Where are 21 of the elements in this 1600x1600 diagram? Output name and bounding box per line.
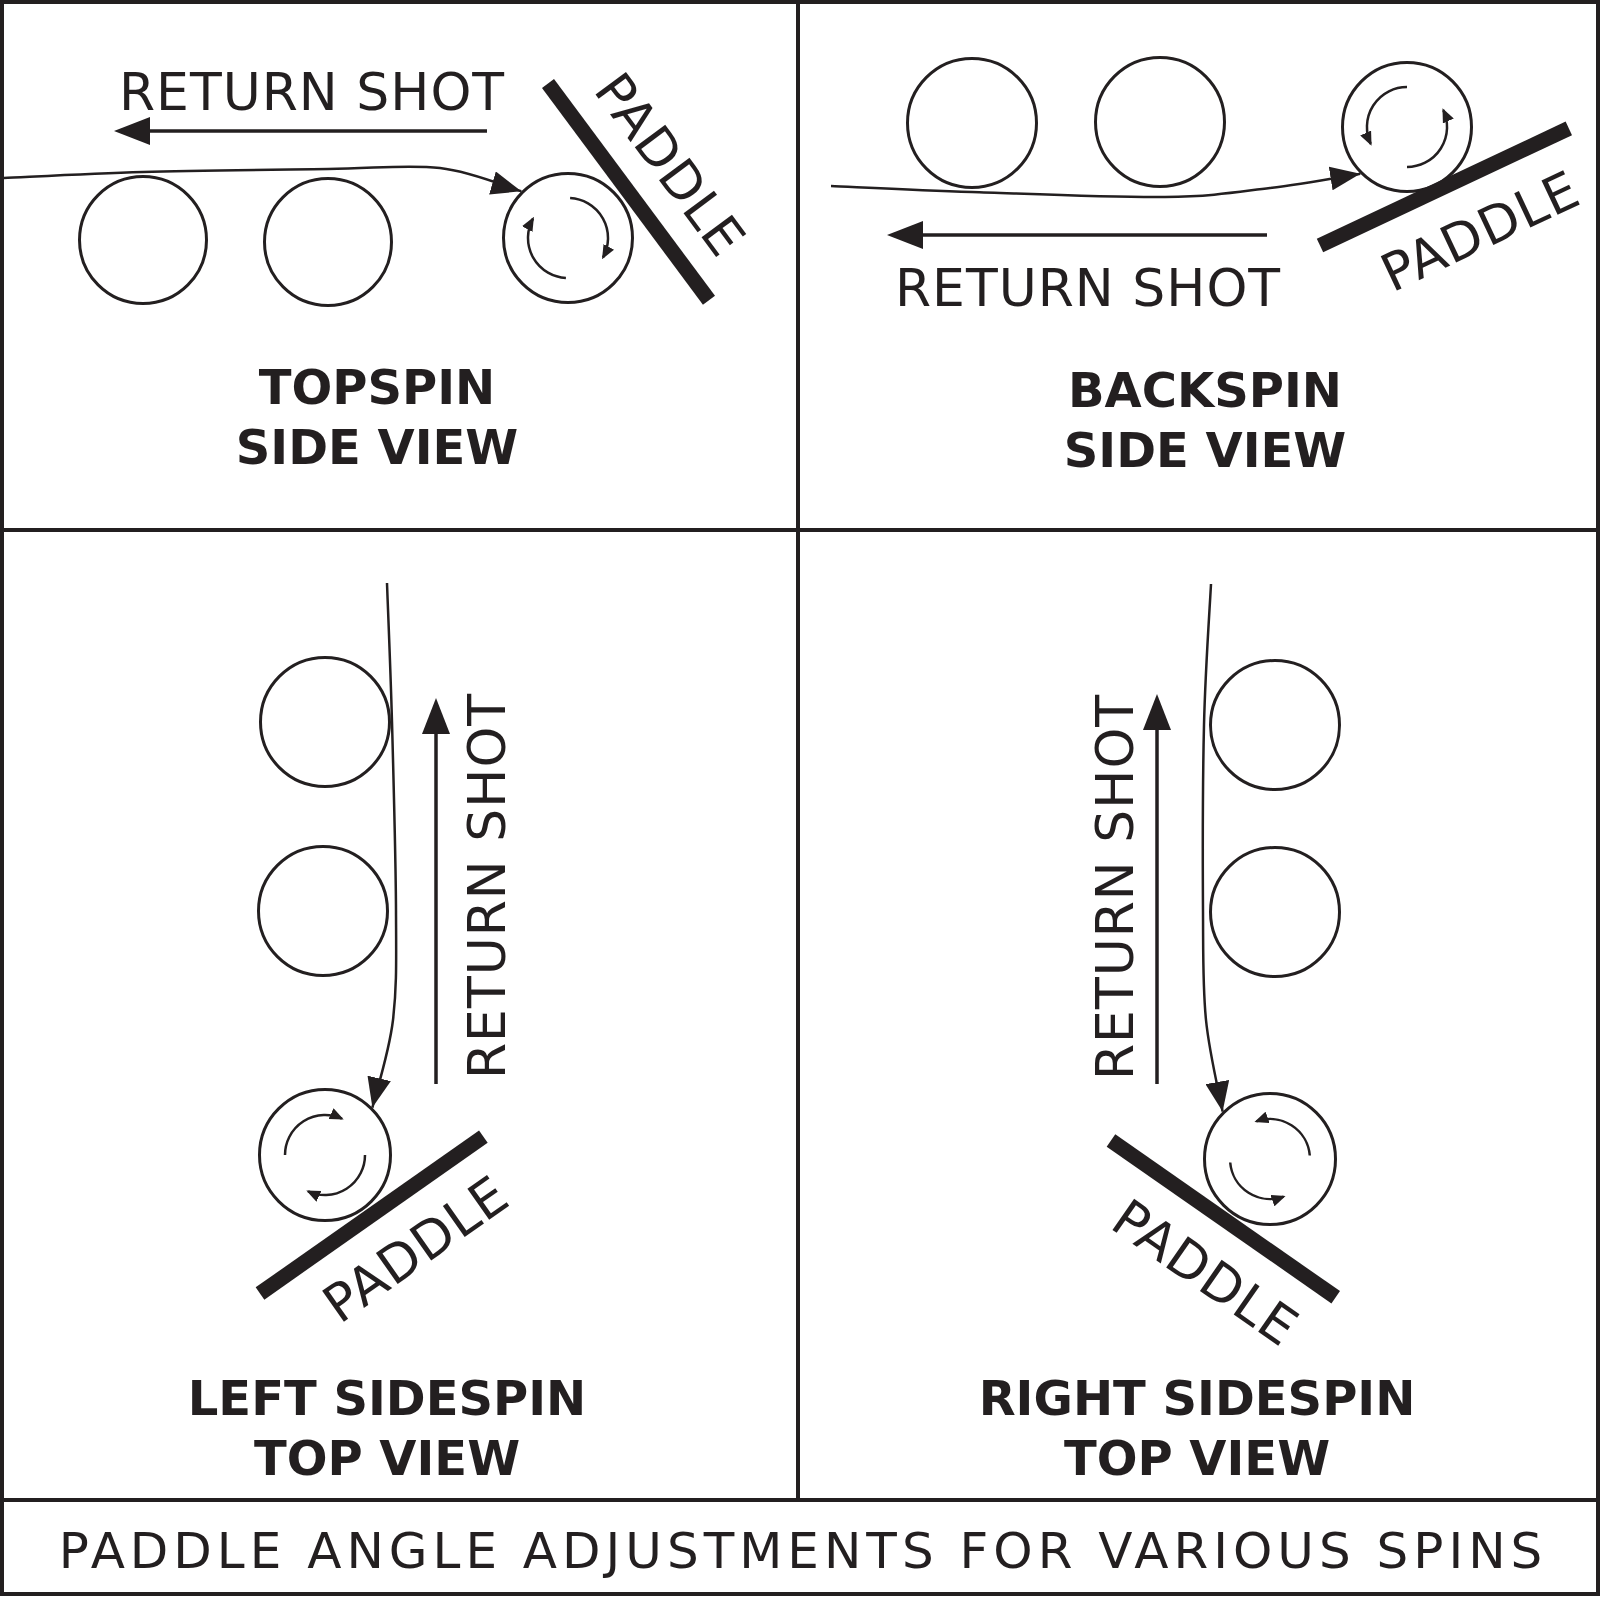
trajectory-arrow [3,165,522,194]
ball [1209,659,1341,791]
ball [259,656,391,788]
ball [1094,56,1226,188]
caption: PADDLE ANGLE ADJUSTMENTS FOR VARIOUS SPINS [58,1526,1548,1576]
trajectory-arrow [1201,583,1229,1112]
direction-label: RETURN SHOT [461,692,513,1080]
ball [78,175,208,305]
ball [257,845,389,977]
trajectory-arrow [368,582,398,1108]
direction-label: RETURN SHOT [894,262,1282,314]
panel-heading: LEFT SIDESPIN TOP VIEW [186,1369,588,1488]
direction-label: RETURN SHOT [118,66,506,118]
direction-label: RETURN SHOT [1089,693,1141,1081]
ball [1209,846,1341,978]
panel-heading: BACKSPIN SIDE VIEW [1062,361,1348,480]
panel-heading: TOPSPIN SIDE VIEW [234,358,520,477]
ball [263,177,393,307]
ball [906,57,1038,189]
panel-heading: RIGHT SIDESPIN TOP VIEW [977,1369,1417,1488]
trajectory-arrow [830,166,1361,199]
